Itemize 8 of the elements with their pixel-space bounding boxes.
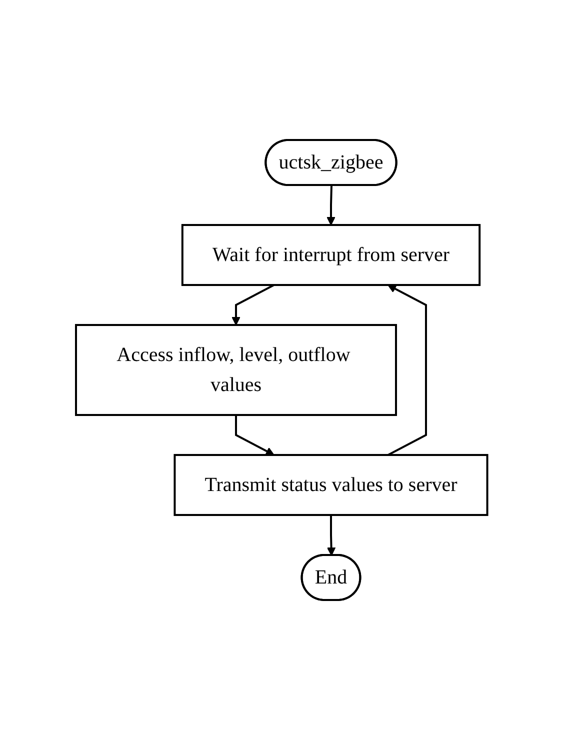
node-box: Access inflow, level, outflow values [74,324,397,416]
arrow [387,284,427,456]
node-box: Wait for interrupt from server [181,224,480,286]
node-box: Transmit status values to server [174,454,488,516]
arrow [234,415,274,456]
arrow [231,284,274,326]
arrow [326,185,336,226]
arrow [326,514,336,556]
